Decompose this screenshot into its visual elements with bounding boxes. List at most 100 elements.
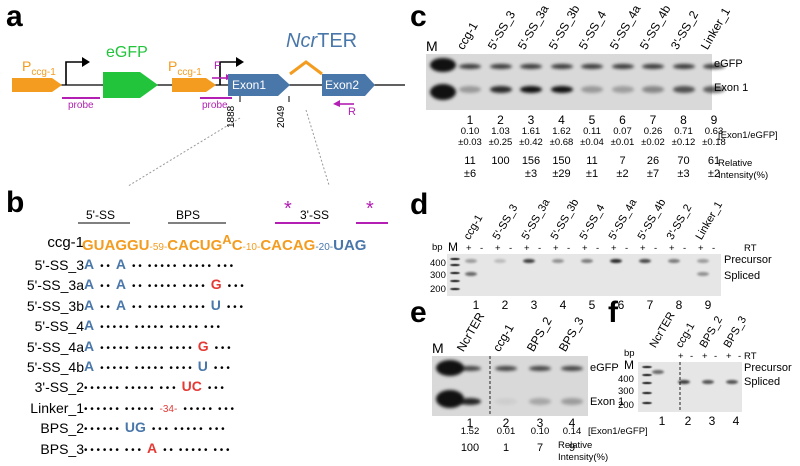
- mutation-base: A: [115, 276, 127, 293]
- f-marker-label: M: [624, 358, 634, 372]
- mutation-base: A: [84, 296, 95, 313]
- mutant-name: 5'-SS_3b: [26, 297, 84, 314]
- rt-minus: -: [538, 243, 542, 254]
- exon1-band: [703, 86, 725, 93]
- rel-value: 100: [491, 155, 510, 167]
- ladder-band: [642, 374, 652, 376]
- rt-plus: +: [466, 243, 472, 254]
- ncrter-label: NcrTER: [286, 30, 358, 52]
- identity-dots: • • • •: [182, 281, 205, 293]
- identity-dots: • • • • •: [100, 322, 129, 334]
- d-ladder-400: 400: [430, 258, 446, 269]
- mutation-base: U: [210, 296, 221, 313]
- lane-number: 2: [684, 414, 692, 428]
- rt-plus: +: [495, 243, 501, 254]
- identity-dots: • • • • •: [183, 403, 212, 415]
- rt-minus: -: [509, 243, 513, 254]
- lane-number: 4: [558, 113, 565, 127]
- mutant-name: 5'-SS_3: [34, 257, 84, 273]
- lane-number: 1: [658, 414, 666, 428]
- panel-d-letter: d: [410, 188, 429, 221]
- exon1-label: Exon1: [232, 78, 267, 92]
- identity-dots: • •: [132, 281, 142, 293]
- c-exon1-label: Exon 1: [714, 82, 749, 94]
- lane-label: NcrTER: [453, 310, 488, 354]
- rel-sd: ±2: [616, 168, 629, 180]
- primer-f-label: F: [214, 60, 221, 72]
- rel-value: 9: [568, 442, 576, 454]
- rel-value: 7: [619, 155, 626, 167]
- ratio-value: 0.63: [704, 126, 724, 137]
- lane-number: 4: [568, 416, 576, 430]
- star-3ss: *: [284, 198, 292, 220]
- ratio-value: 0.01: [496, 426, 516, 437]
- ratio-sd: ±0.01: [610, 137, 635, 148]
- rel-value: 150: [552, 155, 571, 167]
- egfp-label: eGFP: [106, 44, 148, 61]
- panel-c-letter: c: [410, 0, 427, 33]
- promoter-1-shape: [12, 78, 62, 92]
- f-ladder-200: 200: [618, 400, 634, 411]
- lane-number: 2: [497, 113, 504, 127]
- lane-label: 3'-SS_2: [664, 202, 695, 242]
- identity-dots: • • •: [207, 383, 224, 395]
- lane-number: 4: [732, 414, 740, 428]
- lane-label: BPS_2: [697, 314, 726, 350]
- egfp-band: [489, 64, 512, 69]
- ladder-band: [642, 382, 652, 384]
- lane-number: 3: [708, 414, 716, 428]
- identity-dots: • • •: [208, 424, 225, 436]
- mutant-name: 5'-SS_4: [34, 318, 84, 335]
- rt-plus: +: [640, 243, 646, 254]
- precursor-band: [581, 259, 593, 263]
- rel-sd: ±2: [707, 168, 721, 180]
- identity-dots: • • • • •: [100, 342, 129, 354]
- mutation-base: A: [146, 439, 158, 456]
- marker-band-top: [436, 360, 464, 376]
- mutant-name: BPS_2: [40, 420, 84, 437]
- identity-dots: • • • • •: [147, 281, 177, 293]
- zoom-line-left: [127, 117, 241, 186]
- marker-band-bottom: [436, 390, 464, 408]
- exon1-band: [489, 86, 512, 93]
- identity-dots: • • • •: [169, 363, 192, 374]
- ladder-band: [642, 366, 652, 368]
- identity-dots: • •: [100, 261, 110, 272]
- egfp-shape: [103, 72, 158, 98]
- rt-plus: +: [553, 243, 559, 254]
- identity-dots: • •: [132, 301, 142, 313]
- rt-minus: -: [712, 243, 716, 254]
- identity-dots: • • •: [124, 444, 141, 456]
- ladder-band: [642, 392, 652, 394]
- mutant-sequence: • • • • • •UG• • •• • • • •• • •: [84, 419, 231, 435]
- lane-number: 6: [617, 298, 625, 312]
- lane-number: 2: [502, 416, 510, 430]
- egfp-band: [581, 64, 603, 69]
- star-uag: *: [366, 198, 374, 220]
- e-exon1-label: Exon 1: [590, 396, 625, 408]
- lane-number: 8: [675, 298, 683, 312]
- precursor-band: [465, 259, 477, 263]
- ratio-value: 0.10: [460, 126, 480, 137]
- rt-minus: -: [738, 351, 742, 362]
- c-marker-label: M: [426, 38, 438, 54]
- exon1-band: [520, 86, 542, 93]
- identity-dots: • • • • •: [178, 444, 208, 456]
- egfp-band: [561, 366, 583, 371]
- mutant-sequence: A• • • • •• • • • •• • • • •• • •: [84, 317, 226, 333]
- lane-number: 7: [649, 113, 657, 127]
- panel-b-letter: b: [6, 186, 25, 219]
- d-spliced-label: Spliced: [724, 270, 761, 282]
- d-precursor-label: Precursor: [724, 254, 772, 266]
- ladder-band: [450, 258, 460, 260]
- rt-minus: -: [596, 243, 600, 254]
- exon1-band: [561, 398, 583, 405]
- mutant-sequence: • • • • • •• • • • •-34-• • • • •• • •: [84, 399, 240, 415]
- rt-plus: +: [698, 243, 704, 254]
- identity-dots: • • • • •: [134, 363, 164, 374]
- rel-sd: ±7: [646, 168, 660, 180]
- lane-number: 9: [704, 298, 712, 312]
- identity-dots: • • • • •: [173, 424, 203, 436]
- rt-plus: +: [669, 243, 675, 254]
- lane-number: 2: [501, 298, 509, 312]
